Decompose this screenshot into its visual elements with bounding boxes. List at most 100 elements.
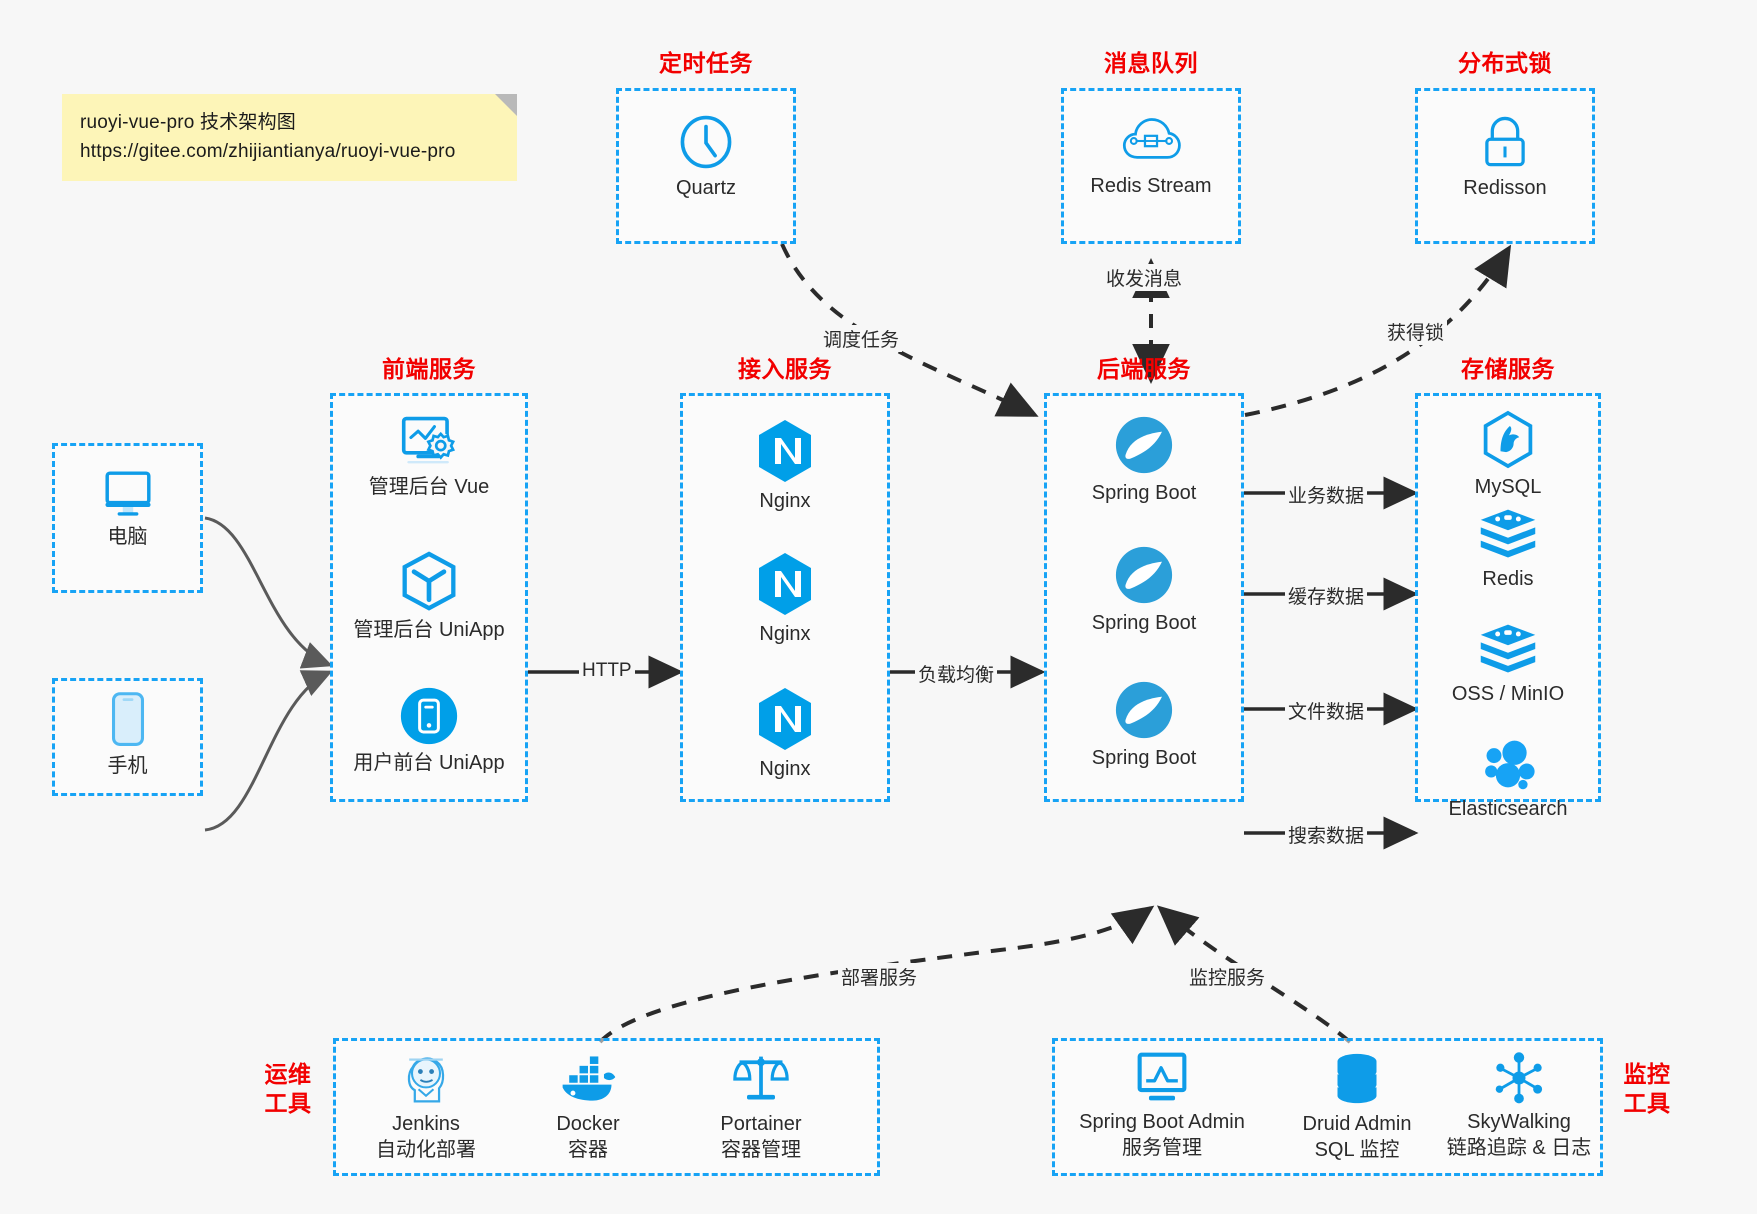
edge-label-business-data: 业务数据 [1285, 481, 1368, 508]
node-oss-minio[interactable]: OSS / MinIO [1418, 621, 1598, 707]
node-user-uniapp[interactable]: 用户前台 UniApp [333, 686, 525, 776]
node-admin-uniapp[interactable]: 管理后台 UniApp [333, 551, 525, 643]
group-title-scheduled: 定时任务 [659, 50, 753, 76]
group-title-monitoring: 监控 工具 [1614, 1060, 1680, 1118]
node-nginx-2[interactable]: Nginx [683, 551, 887, 647]
mysql-icon [1483, 410, 1533, 469]
group-box-storage: MySQL Redis OSS / MinIO [1415, 393, 1601, 820]
node-druid-admin[interactable]: Druid Admin SQL 监控 [1277, 1051, 1437, 1163]
node-label: Nginx [759, 490, 811, 512]
group-title-monitoring-line1: 监控 [1623, 1061, 1671, 1087]
node-label: 用户前台 UniApp [353, 752, 505, 774]
edge-label-deploy-service: 部署服务 [838, 963, 921, 990]
node-label: Spring Boot [1091, 747, 1197, 769]
node-elasticsearch[interactable]: Elasticsearch [1418, 736, 1598, 822]
node-spring-boot-1[interactable]: Spring Boot [1047, 414, 1241, 506]
group-title-monitoring-line2: 工具 [1623, 1089, 1671, 1116]
node-spring-boot-3[interactable]: Spring Boot [1047, 679, 1241, 771]
monitor-chart-icon [1137, 1052, 1187, 1101]
note-url: https://gitee.com/zhijiantianya/ruoyi-vu… [80, 141, 456, 163]
edge-label-search-data: 搜索数据 [1285, 821, 1368, 848]
node-sublabel: SQL 监控 [1314, 1139, 1400, 1161]
edge-label-schedule-task: 调度任务 [820, 325, 903, 352]
database-icon [1337, 1053, 1377, 1104]
node-label: 手机 [107, 755, 148, 777]
node-sublabel: 自动化部署 [376, 1139, 476, 1161]
scales-icon [733, 1056, 789, 1100]
group-box-backend: Spring Boot Spring Boot Spring Boot [1044, 393, 1244, 802]
node-label: Quartz [675, 177, 737, 199]
node-label: Portainer [720, 1113, 802, 1135]
node-label: Nginx [759, 758, 811, 780]
node-docker[interactable]: Docker 容器 [518, 1051, 658, 1163]
group-box-client-pc: 电脑 [52, 443, 203, 593]
node-label: OSS / MinIO [1451, 683, 1565, 705]
edge-label-http: HTTP [579, 660, 635, 682]
node-jenkins[interactable]: Jenkins 自动化部署 [356, 1051, 496, 1163]
desktop-icon [104, 471, 151, 516]
node-sublabel: 容器管理 [721, 1139, 801, 1161]
group-title-devops-line2: 工具 [264, 1089, 312, 1116]
nginx-icon [759, 553, 811, 615]
node-spring-boot-admin[interactable]: Spring Boot Admin 服务管理 [1057, 1051, 1267, 1161]
node-redis[interactable]: Redis [1418, 506, 1598, 592]
node-sublabel: 容器 [568, 1139, 608, 1161]
node-mobile[interactable]: 手机 [55, 691, 200, 779]
group-box-client-mobile: 手机 [52, 678, 203, 796]
group-box-lock: Redisson [1415, 88, 1595, 244]
skywalking-icon [1495, 1052, 1543, 1104]
node-label: Nginx [759, 623, 811, 645]
node-mysql[interactable]: MySQL [1418, 410, 1598, 500]
node-label: 管理后台 Vue [368, 476, 490, 498]
spring-boot-icon [1115, 681, 1173, 739]
node-redisson[interactable]: Redisson [1418, 113, 1592, 201]
edge-label-monitor-service: 监控服务 [1186, 963, 1269, 990]
node-skywalking[interactable]: SkyWalking 链路追踪 & 日志 [1433, 1051, 1605, 1161]
group-title-devops: 运维 工具 [255, 1060, 321, 1118]
group-box-mq: Redis Stream [1061, 88, 1241, 244]
note-fold-corner [495, 94, 517, 116]
group-title-devops-line1: 运维 [264, 1061, 312, 1087]
node-spring-boot-2[interactable]: Spring Boot [1047, 544, 1241, 636]
node-label: 电脑 [107, 526, 148, 548]
node-label: SkyWalking [1467, 1111, 1571, 1133]
group-box-gateway: Nginx Nginx Nginx [680, 393, 890, 802]
jenkins-icon [407, 1057, 445, 1103]
node-label: MySQL [1474, 476, 1542, 498]
cube-icon [402, 551, 456, 611]
node-label: 管理后台 UniApp [353, 619, 505, 641]
group-box-monitoring: Spring Boot Admin 服务管理 Druid Admin SQL 监… [1052, 1038, 1603, 1176]
dashboard-gear-icon [401, 416, 456, 464]
node-redis-stream[interactable]: Redis Stream [1064, 113, 1238, 199]
group-box-devops: Jenkins 自动化部署 Docker 容器 [333, 1038, 880, 1176]
node-quartz[interactable]: Quartz [619, 113, 793, 201]
edge-label-acquire-lock: 获得锁 [1384, 318, 1448, 345]
node-admin-vue[interactable]: 管理后台 Vue [333, 414, 525, 500]
node-nginx-1[interactable]: Nginx [683, 418, 887, 514]
edge-label-file-data: 文件数据 [1285, 697, 1368, 724]
group-title-backend: 后端服务 [1097, 356, 1191, 382]
lock-icon [1485, 116, 1525, 167]
node-label: Spring Boot [1091, 482, 1197, 504]
group-title-lock: 分布式锁 [1458, 50, 1552, 76]
node-label: Jenkins [392, 1113, 460, 1135]
node-label: Elasticsearch [1448, 798, 1568, 820]
node-label: Redis [1482, 568, 1534, 590]
group-title-gateway: 接入服务 [738, 356, 832, 382]
clock-icon [680, 115, 732, 169]
node-label: Redisson [1463, 177, 1547, 199]
spring-boot-icon [1115, 546, 1173, 604]
phone-icon [111, 692, 144, 746]
node-label: Druid Admin [1302, 1113, 1412, 1135]
redis-icon [1480, 509, 1536, 558]
group-title-mq: 消息队列 [1104, 50, 1198, 76]
node-nginx-3[interactable]: Nginx [683, 686, 887, 782]
elasticsearch-icon [1485, 740, 1535, 790]
node-portainer[interactable]: Portainer 容器管理 [686, 1051, 836, 1163]
group-title-storage: 存储服务 [1461, 356, 1555, 382]
node-computer[interactable]: 电脑 [55, 468, 200, 550]
edge-label-cache-data: 缓存数据 [1285, 582, 1368, 609]
edge-label-load-balance: 负载均衡 [915, 660, 998, 687]
node-label: Spring Boot Admin [1079, 1111, 1245, 1133]
